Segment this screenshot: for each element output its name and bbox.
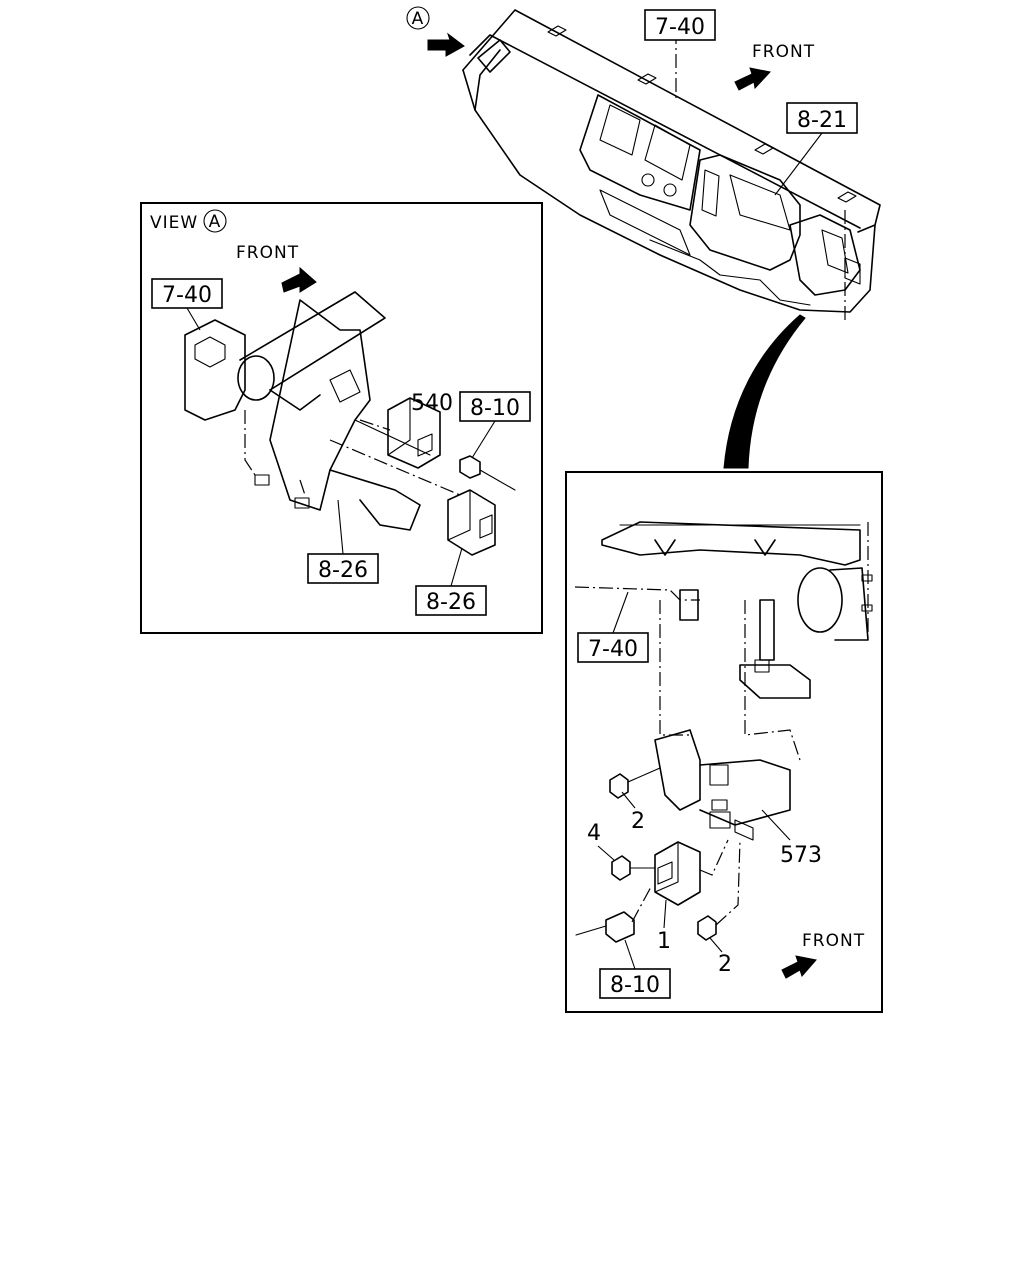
svg-text:7-40: 7-40: [162, 283, 212, 308]
ref-7-40-view-a: 7-40: [151, 278, 223, 309]
svg-text:8-26: 8-26: [318, 558, 368, 583]
svg-text:A: A: [412, 9, 425, 29]
label-540: 540: [411, 391, 453, 416]
detail-pointer-arrow: [723, 314, 806, 469]
label-1: 1: [657, 929, 671, 954]
view-a-assembly: [184, 291, 516, 556]
svg-text:8-26: 8-26: [426, 590, 476, 615]
view-a-title: VIEW: [150, 213, 198, 233]
view-a-marker: A: [203, 209, 227, 233]
front-arrow-view-a: [281, 266, 317, 293]
view-a-frame: [140, 202, 543, 634]
svg-text:A: A: [209, 212, 222, 232]
front-label-detail: FRONT: [802, 931, 865, 951]
ref-7-40-top: 7-40: [644, 9, 716, 41]
svg-text:8-21: 8-21: [797, 108, 847, 133]
svg-text:8-10: 8-10: [610, 973, 660, 998]
label-2-lower: 2: [718, 952, 732, 977]
svg-text:540: 540: [411, 391, 453, 416]
label-4: 4: [587, 821, 601, 846]
label-573: 573: [780, 843, 822, 868]
svg-text:8-10: 8-10: [470, 396, 520, 421]
front-label-view-a: FRONT: [236, 243, 299, 263]
front-label-top: FRONT: [752, 42, 815, 62]
ref-8-10-detail: 8-10: [599, 968, 671, 999]
ref-8-26-right: 8-26: [415, 585, 487, 616]
detail-assembly: [574, 521, 873, 943]
label-2-upper: 2: [631, 809, 645, 834]
front-arrow-top: [734, 67, 771, 91]
view-direction-arrow: [427, 32, 465, 57]
detail-frame: [565, 471, 883, 1013]
ref-7-40-detail: 7-40: [577, 632, 649, 663]
svg-text:7-40: 7-40: [655, 15, 705, 40]
ref-8-26-left: 8-26: [307, 553, 379, 584]
ref-8-10-view-a: 8-10: [459, 391, 531, 422]
front-arrow-detail: [781, 955, 817, 979]
view-a-marker-top: A: [406, 6, 430, 30]
dashboard-assembly: [462, 9, 881, 320]
svg-text:7-40: 7-40: [588, 637, 638, 662]
ref-8-21: 8-21: [786, 102, 858, 134]
